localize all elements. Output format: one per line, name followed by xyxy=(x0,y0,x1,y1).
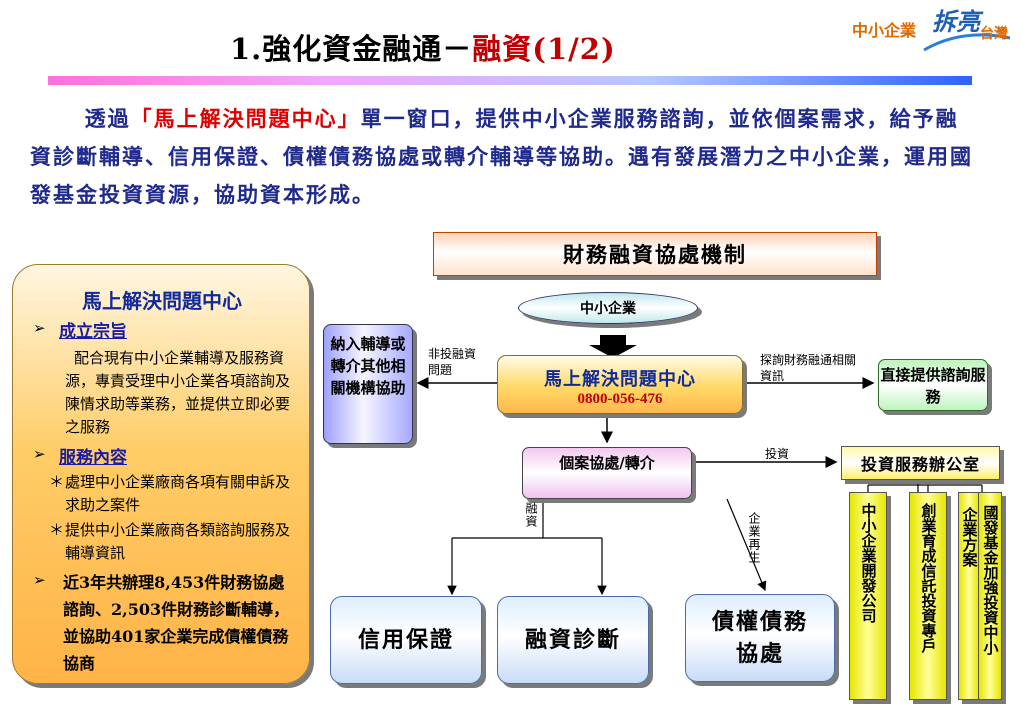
sme-taiwan-logo: 中小企業 拆亮 台灣 xyxy=(852,7,1012,62)
center-node: 馬上解決問題中心 0800-056-476 xyxy=(497,355,743,414)
rebirth-label: 企業再生 xyxy=(747,512,761,564)
section-heading-services: 服務內容 xyxy=(59,448,127,468)
center-phone: 0800-056-476 xyxy=(577,391,663,407)
investment-office-node: 投資服務辦公室 xyxy=(841,446,1000,480)
outcome-financing-diagnosis: 融資診斷 xyxy=(497,596,649,684)
asterisk-icon: ＊ xyxy=(49,473,65,491)
center-info-panel: 馬上解決問題中心 ➢ 成立宗旨 配合現有中小企業輔導及服務資源，專責受理中小企業… xyxy=(12,264,310,684)
mechanism-title: 財務融資協處機制 xyxy=(433,232,877,276)
bullet-arrow-icon: ➢ xyxy=(33,571,46,589)
title-underline-bar xyxy=(48,76,972,85)
service-item: 提供中小企業廠商各類諮詢服務及輔導資訊 xyxy=(65,521,291,562)
finance-label: 融資 xyxy=(524,502,538,528)
non-finance-label: 非投融資問題 xyxy=(428,347,477,377)
bullet-arrow-icon: ➢ xyxy=(33,445,46,463)
rebirth-arrow xyxy=(726,498,767,592)
svg-text:中小企業: 中小企業 xyxy=(852,21,917,40)
outcome-credit-guarantee: 信用保證 xyxy=(330,596,482,684)
investor-sme-dev-corp: 中小企業開發公司 xyxy=(849,492,887,700)
case-node: 個案協處/轉介 xyxy=(522,447,692,499)
bullet-arrow-icon: ➢ xyxy=(33,319,46,337)
section-body-purpose: 配合現有中小企業輔導及服務資源，專責受理中小企業各項諮詢及陳情求助等業務，並提供… xyxy=(65,349,291,436)
intro-highlight: 「馬上解決問題中心」 xyxy=(130,106,361,131)
inquiry-label: 探詢財務融通相關資訊 xyxy=(760,353,857,383)
center-node-name: 馬上解決問題中心 xyxy=(544,369,696,390)
investor-ndf-col: 國發基金加強投資中小 xyxy=(978,492,1002,700)
section-heading-purpose: 成立宗旨 xyxy=(59,322,127,342)
investor-incubation-trust: 創業育成信託投資專戶 xyxy=(909,492,947,700)
invest-label: 投資 xyxy=(765,447,790,461)
intro-paragraph: 透過「馬上解決問題中心」單一窗口，提供中小企業服務諮詢，並依個案需求，給予融資診… xyxy=(30,106,973,207)
sme-to-center-arrow xyxy=(589,335,637,358)
outcome-debt-mediation: 債權債務協處 xyxy=(685,594,835,682)
refer-node: 納入輔導或轉介其他相關機構協助 xyxy=(323,324,413,444)
panel-title: 馬上解決問題中心 xyxy=(82,289,242,313)
svg-text:拆亮: 拆亮 xyxy=(932,8,984,36)
asterisk-icon: ＊ xyxy=(49,521,65,539)
investor-program-col: 企業方案 xyxy=(958,492,980,700)
page-title: 1.強化資金融通－融資(1/2) xyxy=(230,32,616,66)
service-item: 處理中小企業廠商各項有關申訴及求助之案件 xyxy=(65,473,291,514)
svg-text:台灣: 台灣 xyxy=(980,25,1008,42)
stats-text: 近3年共辦理8,453件財務協處諮詢、2,503件財務診斷輔導，並協助401家企… xyxy=(63,573,290,673)
direct-service-node: 直接提供諮詢服務 xyxy=(878,359,988,411)
title-highlight: 融資(1/2) xyxy=(472,32,616,66)
sme-node: 中小企業 xyxy=(518,292,698,324)
